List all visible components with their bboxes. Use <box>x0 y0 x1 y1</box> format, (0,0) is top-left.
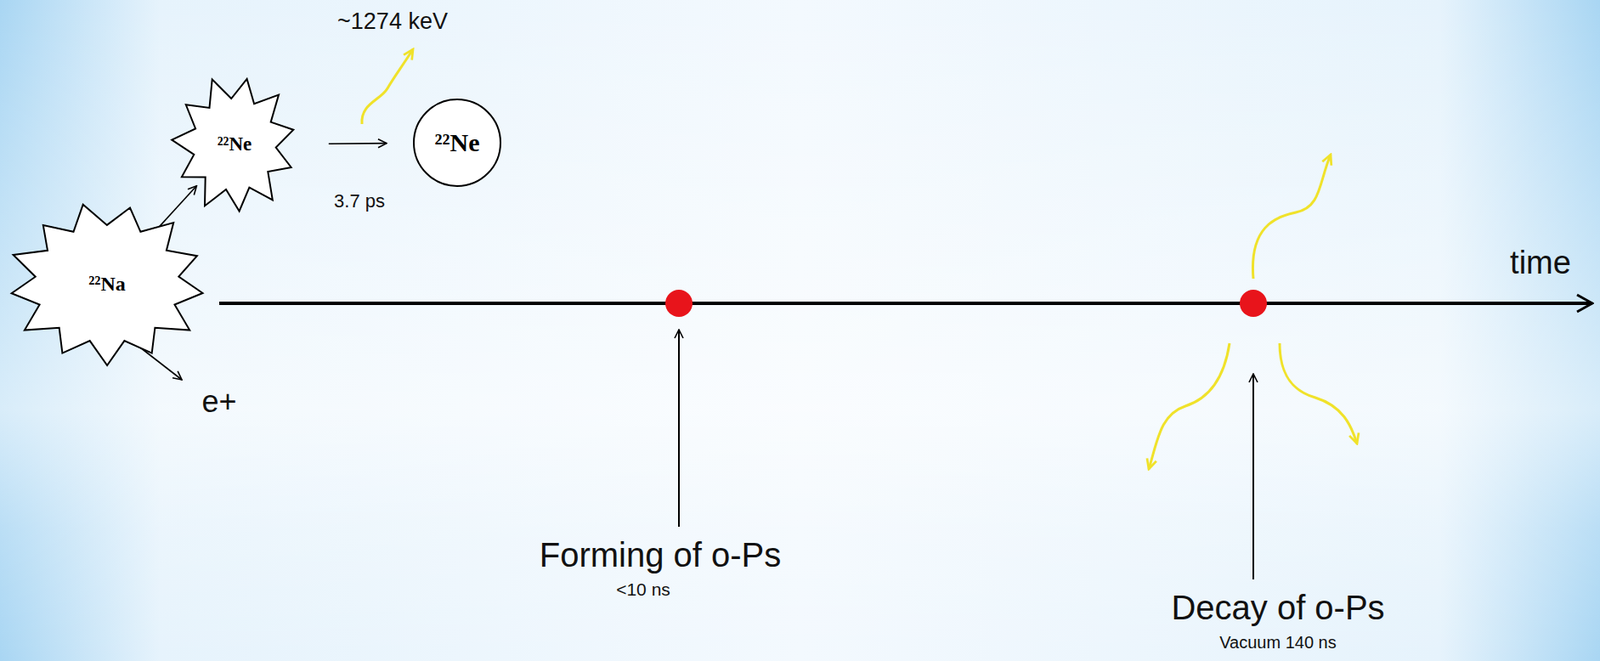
gamma-wave <box>1252 154 1331 279</box>
transition-arrow <box>157 186 198 230</box>
event-dot <box>1239 289 1267 317</box>
gamma-wave <box>1148 343 1230 470</box>
pointer-arrow <box>1252 373 1255 580</box>
transition-arrow <box>328 142 387 145</box>
particle-label: e+ <box>201 384 237 419</box>
event-dot <box>665 289 693 317</box>
node-label: ²²Na <box>88 272 126 296</box>
event-label: Forming of o-Ps <box>539 535 782 575</box>
axis-label: time <box>1509 244 1572 283</box>
neon-excited-starburst: ²²Ne <box>169 73 300 216</box>
node-label: ²²Ne <box>435 128 481 158</box>
lifetime-label: 3.7 ps <box>333 190 385 212</box>
time-note: <10 ns <box>616 579 671 600</box>
node-text-box: ²²Ne <box>169 73 300 216</box>
sodium-starburst: ²²Na <box>5 200 210 368</box>
time-axis <box>219 301 1593 306</box>
node-label: ²²Ne <box>217 133 253 156</box>
gamma-wave <box>361 49 413 125</box>
energy-label: ~1274 keV <box>337 8 448 35</box>
neon-ground-circle: ²²Ne <box>412 97 503 188</box>
pointer-arrow <box>678 329 680 527</box>
event-label: Decay of o-Ps <box>1170 587 1385 628</box>
gamma-wave <box>1279 343 1357 444</box>
node-text-box: ²²Ne <box>412 97 503 188</box>
time-note: Vacuum 140 ns <box>1219 633 1337 653</box>
node-text-box: ²²Na <box>5 200 210 368</box>
